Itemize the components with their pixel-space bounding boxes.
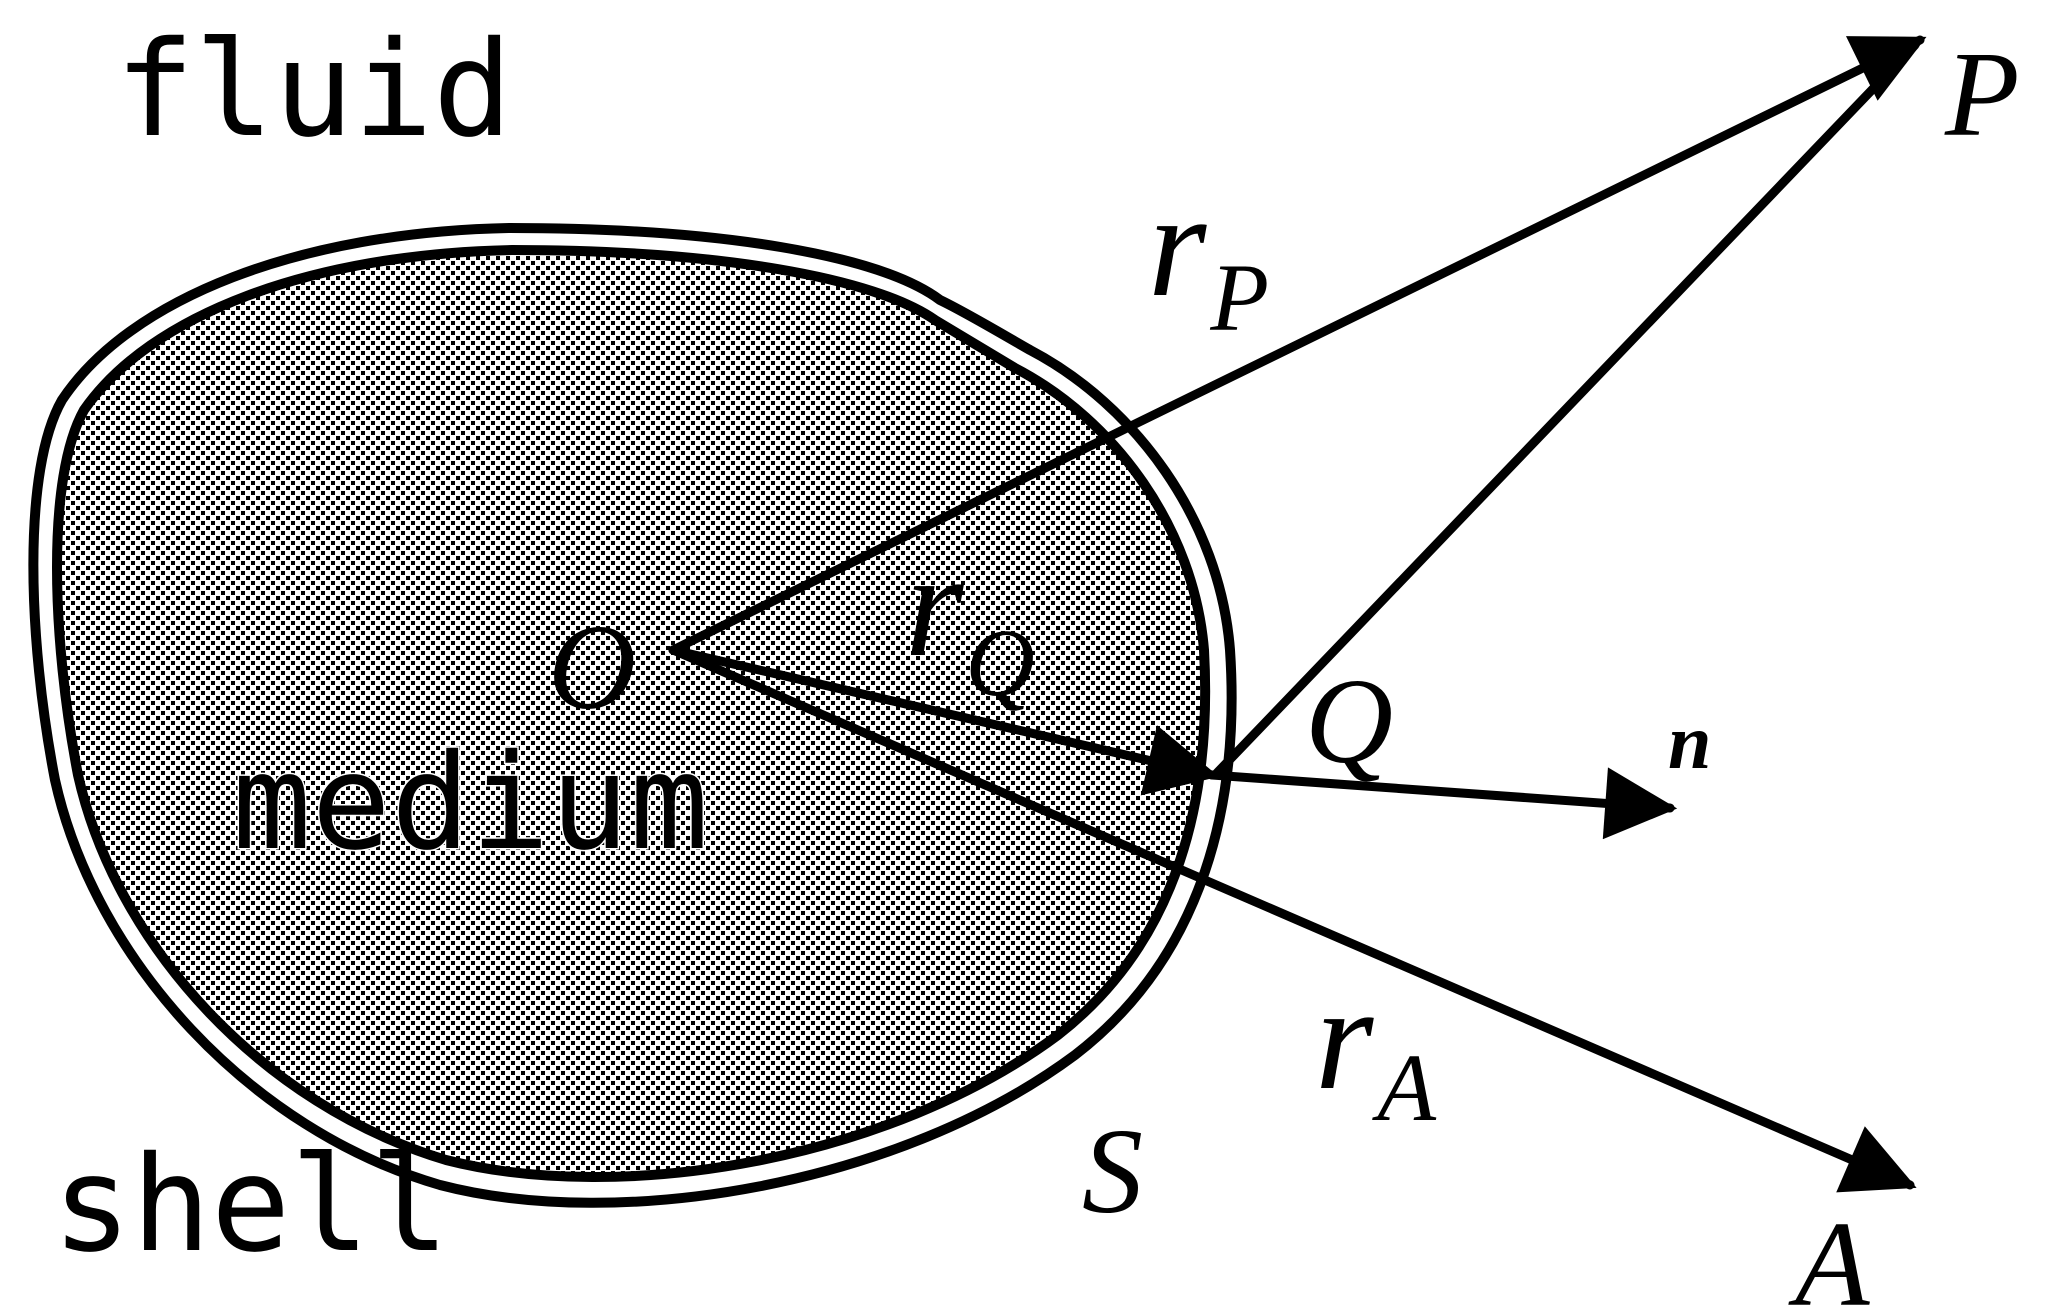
r-a-subscript: A xyxy=(1371,1034,1436,1141)
origin-label-o: O xyxy=(548,600,636,735)
normal-label-n: n xyxy=(1668,698,1711,785)
r-a-symbol: r xyxy=(1315,955,1374,1121)
vector-r-p xyxy=(668,35,1927,655)
vector-label-r-p: rP xyxy=(1148,162,1269,351)
shell-label: shell xyxy=(52,1128,449,1282)
r-q-subscript: Q xyxy=(965,609,1034,716)
vector-r-a xyxy=(668,645,1917,1193)
r-q-symbol: r xyxy=(905,522,964,688)
point-label-a: A xyxy=(1788,1197,1870,1315)
r-p-symbol: r xyxy=(1148,162,1207,328)
vector-label-r-a: rA xyxy=(1315,955,1436,1141)
medium-label: medium xyxy=(232,726,709,880)
vector-normal-n xyxy=(1207,767,1678,840)
fluid-label: fluid xyxy=(115,13,512,167)
r-p-subscript: P xyxy=(1209,244,1269,351)
point-label-q: Q xyxy=(1305,654,1393,789)
point-label-p: P xyxy=(1944,27,2020,162)
vector-r-q xyxy=(668,645,1220,796)
vector-label-r-q: rQ xyxy=(905,522,1035,716)
vector-q-to-p xyxy=(1210,40,1920,780)
surface-label-s: S xyxy=(1082,1104,1143,1239)
medium-region xyxy=(52,244,1211,1182)
